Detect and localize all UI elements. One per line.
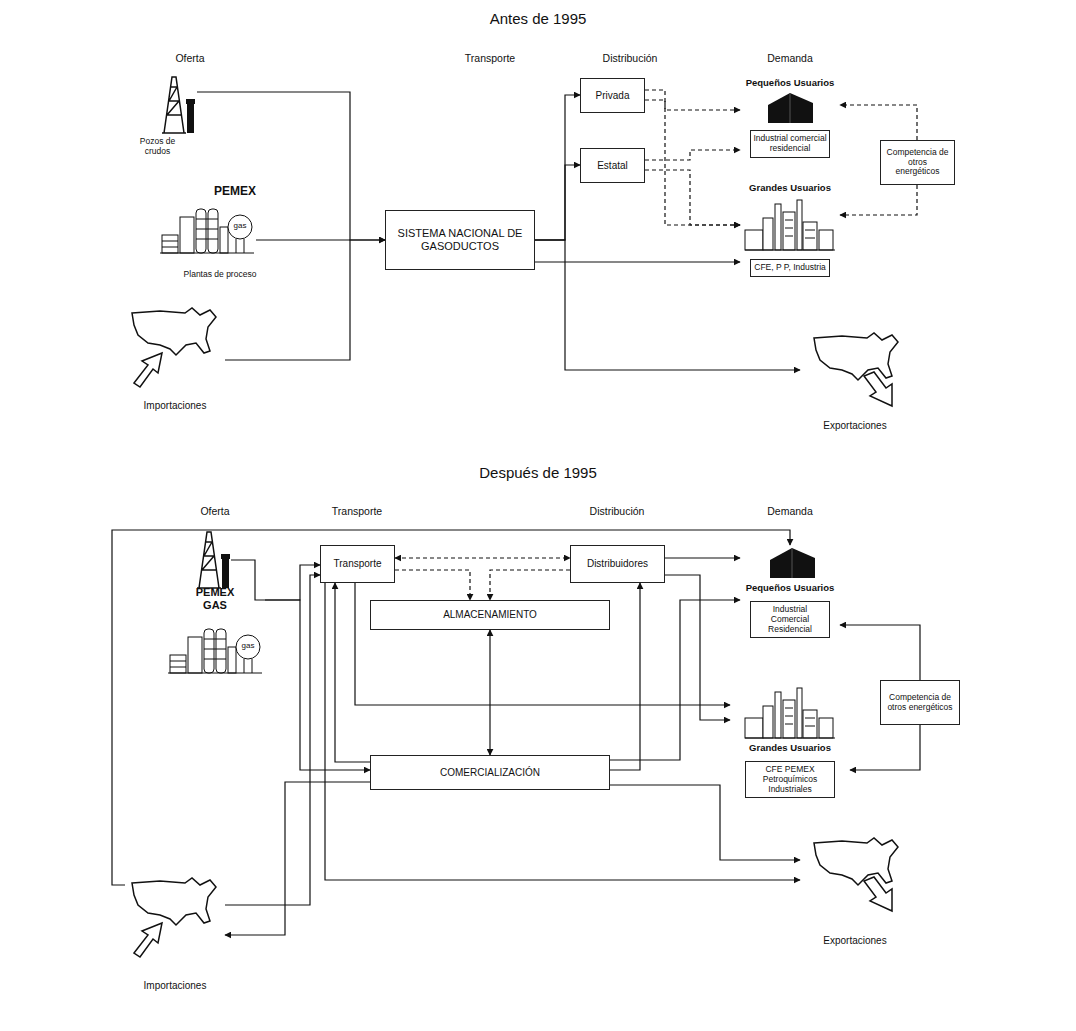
- flow-arrow: [112, 530, 790, 885]
- storage-box: ALMACENAMIENTO: [370, 600, 610, 630]
- node-text: PEMEX GAS: [190, 586, 240, 611]
- flow-arrow: [850, 725, 920, 770]
- competition-box: Competencia de otros energéticos: [880, 680, 960, 725]
- column-heading: Transporte: [440, 52, 540, 64]
- flow-arrow: [225, 575, 320, 905]
- export-group: Exportaciones: [800, 325, 910, 435]
- flow-arrow: [355, 583, 730, 705]
- flow-arrow: [395, 570, 470, 600]
- column-heading: Distribución: [580, 52, 680, 64]
- column-heading: Oferta: [175, 505, 255, 517]
- flow-arrow: [840, 625, 920, 680]
- flow-arrow: [535, 261, 740, 262]
- flow-arrow: [335, 583, 370, 762]
- column-heading: Distribución: [567, 505, 667, 517]
- supply-group: Pozos de crudosPEMEX Plantas de proceso: [130, 75, 280, 285]
- flow-arrow: [840, 185, 917, 215]
- node-text: Importaciones: [125, 400, 225, 412]
- flow-arrow: [645, 150, 740, 160]
- column-heading: Demanda: [740, 52, 840, 64]
- flow-arrow: [265, 565, 320, 600]
- import-group: Importaciones: [125, 870, 225, 1005]
- flow-arrow: [395, 557, 570, 558]
- flow-arrow: [490, 570, 570, 600]
- pipeline-box: SISTEMA NACIONAL DE GASODUCTOS: [385, 210, 535, 270]
- node-text: Competencia de otros energéticos: [885, 693, 955, 713]
- node-text: Distribuidores: [587, 558, 648, 570]
- node-text: ALMACENAMIENTO: [443, 609, 537, 621]
- node-text: Exportaciones: [800, 420, 910, 432]
- import-group: Importaciones: [125, 300, 225, 415]
- user-group: Pequeños UsuariosIndustrial comercial re…: [740, 78, 840, 178]
- flow-arrow: [645, 170, 740, 225]
- node-text: Pequeños Usuarios: [740, 78, 840, 89]
- box-text: CFE, P P, Industria: [750, 259, 830, 277]
- node-text: Transporte: [334, 558, 382, 570]
- flow-arrow: [489, 630, 490, 755]
- box-text: Industrial comercial residencial: [750, 130, 830, 158]
- flow-arrow: [280, 92, 385, 240]
- supply-group: PEMEX GAS: [165, 528, 265, 678]
- flow-arrow: [535, 95, 580, 240]
- distribution-box: Distribuidores: [570, 545, 665, 583]
- flow-arrow: [665, 557, 740, 558]
- column-heading: gas: [230, 221, 250, 230]
- box-text: CFE PEMEX Petroquímicos Industriales: [745, 761, 835, 798]
- section-title: Después de 1995: [438, 464, 638, 481]
- node-text: Pozos de crudos: [130, 137, 185, 157]
- node-text: Privada: [596, 90, 630, 102]
- node-text: PEMEX: [195, 185, 275, 199]
- distribution-box: Estatal: [580, 148, 645, 183]
- column-heading: gas: [238, 641, 258, 650]
- node-text: Competencia de otros energéticos: [885, 148, 950, 177]
- section-title: Antes de 1995: [438, 10, 638, 27]
- node-text: Grandes Usuarios: [740, 183, 840, 194]
- flow-arrow: [265, 600, 370, 770]
- node-text: Importaciones: [125, 980, 225, 992]
- flow-arrow: [645, 100, 740, 225]
- flow-arrow: [325, 583, 800, 880]
- user-group: Grandes UsuariosCFE PEMEX Petroquímicos …: [730, 685, 850, 820]
- box-text: Industrial Comercial Residencial: [750, 601, 830, 638]
- node-text: Grandes Usuarios: [730, 743, 850, 754]
- user-group: Pequeños UsuariosIndustrial Comercial Re…: [740, 545, 840, 655]
- node-text: Estatal: [597, 160, 628, 172]
- distribution-box: Privada: [580, 78, 645, 113]
- flow-arrow: [225, 782, 370, 935]
- flow-arrow: [535, 165, 580, 240]
- user-group: Grandes UsuariosCFE, P P, Industria: [740, 183, 840, 288]
- competition-box: Competencia de otros energéticos: [880, 140, 955, 185]
- flow-arrow: [840, 105, 917, 140]
- node-text: Pequeños Usuarios: [740, 583, 840, 594]
- flow-arrow: [225, 240, 385, 360]
- marketing-box: COMERCIALIZACIÓN: [370, 755, 610, 790]
- node-text: Plantas de proceso: [170, 270, 270, 280]
- column-heading: Oferta: [150, 52, 230, 64]
- flow-arrow: [610, 583, 640, 770]
- flow-arrow: [610, 600, 740, 760]
- node-text: Exportaciones: [800, 935, 910, 947]
- export-group: Exportaciones: [800, 830, 910, 950]
- transport-box: Transporte: [320, 545, 395, 583]
- node-text: SISTEMA NACIONAL DE GASODUCTOS: [390, 227, 530, 252]
- column-heading: Transporte: [307, 505, 407, 517]
- flow-arrow: [665, 575, 730, 720]
- column-heading: Demanda: [740, 505, 840, 517]
- node-text: COMERCIALIZACIÓN: [440, 767, 540, 779]
